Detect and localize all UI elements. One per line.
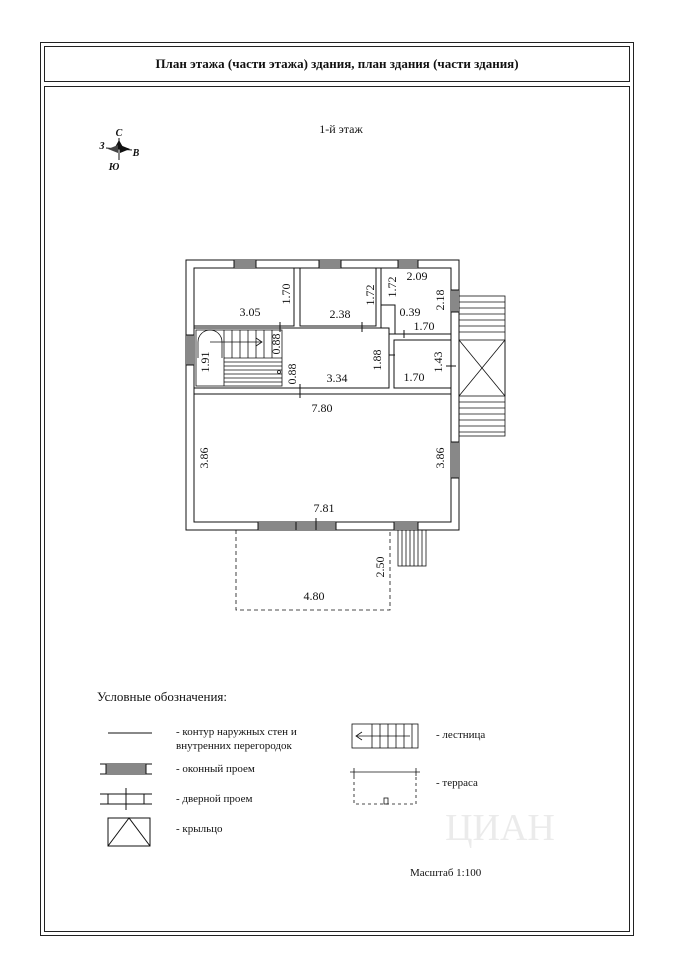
legend: Условные обозначения: - контур наружных … <box>97 689 485 847</box>
dim-room3-h: 1.72 <box>385 277 399 298</box>
compass-east: В <box>132 148 140 159</box>
floor-label: 1-й этаж <box>319 122 363 136</box>
compass-west: З <box>98 141 104 152</box>
dim-stair-h: 1.91 <box>198 352 212 373</box>
dim-room2-w: 2.38 <box>330 307 351 321</box>
dim-stair-d2: 0.88 <box>285 364 299 385</box>
window-top-3 <box>397 260 419 268</box>
legend-terrace-symbol <box>350 768 420 805</box>
compass-north: С <box>116 128 123 139</box>
dim-main-left: 3.86 <box>197 448 211 469</box>
legend-walls-line1: - контур наружных стен и <box>176 726 297 738</box>
porch-right <box>458 295 506 437</box>
dim-room1-h: 1.70 <box>279 284 293 305</box>
legend-stairs: - лестница <box>436 729 485 741</box>
dim-room2-h: 1.72 <box>363 285 377 306</box>
legend-window: - оконный проем <box>176 763 255 775</box>
dim-stair-d1: 0.88 <box>269 334 283 355</box>
drawing-sheet: План этажа (части этажа) здания, план зд… <box>40 42 634 936</box>
legend-terrace: - терраса <box>436 777 478 789</box>
legend-walls-line2: внутренних перегородок <box>176 740 292 752</box>
window-right-2 <box>451 441 459 479</box>
compass-icon: С З В Ю <box>98 128 139 173</box>
dim-hall-w: 3.34 <box>327 371 348 385</box>
dim-room3-small: 0.39 <box>400 305 421 319</box>
page-title: План этажа (части этажа) здания, план зд… <box>155 56 519 71</box>
window-bottom-3 <box>393 522 419 530</box>
watermark: ЦИАН <box>445 807 555 849</box>
legend-window-symbol <box>100 763 152 775</box>
drawing-frame <box>44 86 630 932</box>
room-1 <box>193 267 295 327</box>
legend-porch-symbol <box>107 817 151 847</box>
legend-door: - дверной проем <box>176 793 252 805</box>
dim-room3-side: 2.18 <box>433 290 447 311</box>
dim-hall-h: 1.88 <box>370 350 384 371</box>
steps-bottom <box>397 529 427 567</box>
legend-stairs-symbol <box>351 723 419 749</box>
dim-terrace-h: 2.50 <box>373 557 387 578</box>
terrace <box>235 530 391 611</box>
dim-room5-h: 1.43 <box>431 352 445 373</box>
scale-label: Масштаб 1:100 <box>410 867 482 879</box>
dim-room1-w: 3.05 <box>240 305 261 319</box>
main-room <box>193 393 452 523</box>
dim-main-right: 3.86 <box>433 448 447 469</box>
legend-door-symbol <box>100 788 152 810</box>
dim-terrace-w: 4.80 <box>304 589 325 603</box>
dim-room5-w: 1.70 <box>404 370 425 384</box>
room-2 <box>299 267 377 327</box>
dim-corridor-top: 1.70 <box>414 319 435 333</box>
window-top-2 <box>318 260 342 268</box>
legend-heading: Условные обозначения: <box>97 689 227 704</box>
windows <box>186 260 459 530</box>
title-band: План этажа (части этажа) здания, план зд… <box>44 46 630 82</box>
legend-porch: - крыльцо <box>176 823 223 835</box>
window-bottom-1 <box>257 522 297 530</box>
dim-main-bottom: 7.81 <box>314 501 335 515</box>
window-right-1 <box>451 289 459 313</box>
dim-room3-w: 2.09 <box>407 269 428 283</box>
compass-south: Ю <box>108 162 120 173</box>
dimension-labels: 3.05 1.70 2.38 1.72 2.09 1.72 2.18 0.39 … <box>197 269 447 603</box>
window-top-1 <box>233 260 257 268</box>
dim-main-top: 7.80 <box>312 401 333 415</box>
staircase <box>195 329 283 387</box>
room-3 <box>380 267 452 335</box>
window-left-1 <box>186 334 194 366</box>
room-5 <box>393 339 452 389</box>
partition <box>381 304 451 335</box>
